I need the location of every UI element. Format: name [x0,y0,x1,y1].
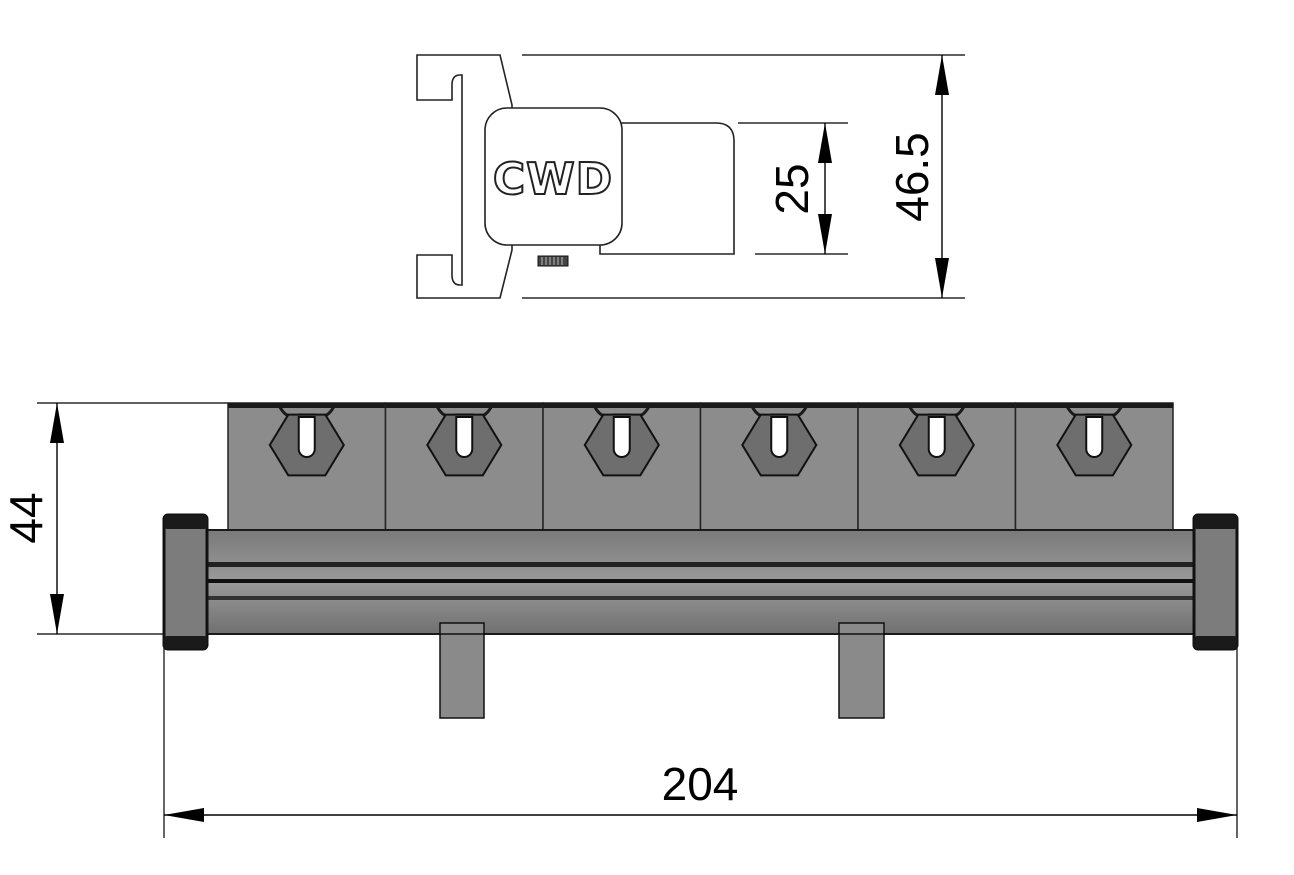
dimension-label-length: 204 [662,758,739,810]
dimension-label-height: 44 [0,492,52,543]
mounting-foot-right [838,622,885,719]
rail-groove-lower [200,596,1200,600]
rail-groove-upper [200,562,1200,567]
holder-segment [384,402,544,531]
holder-segments [227,402,1174,531]
end-cap-left [162,513,209,651]
holder-segment [542,402,702,531]
set-screw-knurl [541,257,563,265]
end-cap-right [1192,513,1239,651]
dimension-label-inner-height: 25 [766,163,818,214]
end-view: CWD 25 46.5 [416,54,965,299]
mounting-foot-left [439,622,485,719]
set-screw [537,255,569,267]
dimension-label-total-height: 46.5 [886,132,938,222]
holder-segment [857,402,1017,531]
cwd-logo: CWD [493,154,613,205]
holder-segment [227,402,387,531]
rail-profile [416,54,513,299]
side-view: 44 204 [0,402,1239,838]
logo-chip [484,107,623,246]
holder-segment [1014,402,1174,531]
holder-body [599,122,735,255]
holder-segment [699,402,859,531]
rail-groove-middle [200,579,1200,583]
